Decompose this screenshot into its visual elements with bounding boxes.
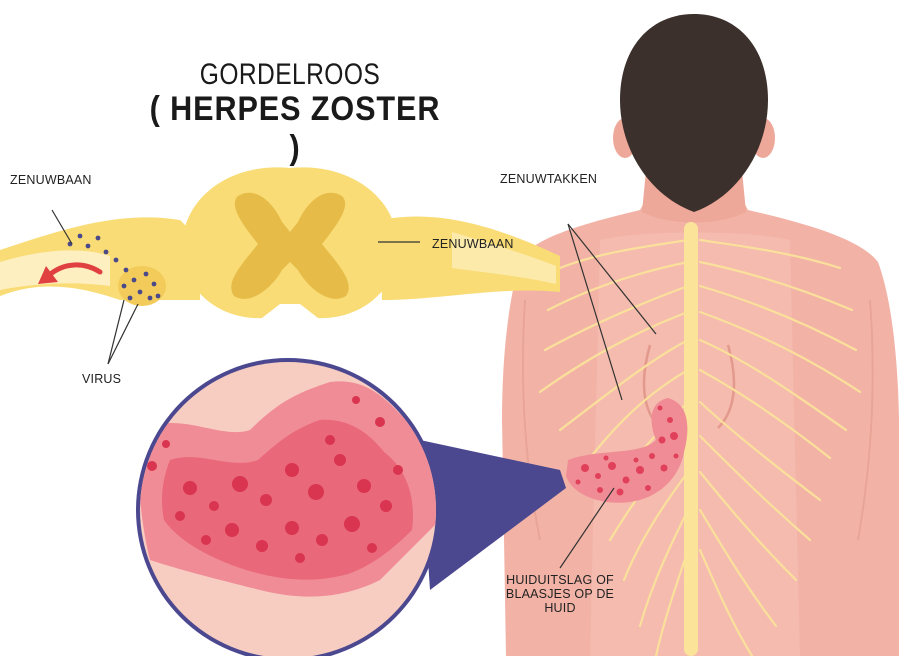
- label-nerve-path-left: ZENUWBAAN: [10, 173, 92, 187]
- title-main: GORDELROOS: [192, 58, 389, 92]
- label-nerve-path-center: ZENUWBAAN: [432, 237, 514, 251]
- label-rash: HUIDUITSLAG OF BLAASJES OP DE HUID: [495, 573, 625, 615]
- label-nerve-branches: ZENUWTAKKEN: [500, 172, 597, 186]
- hair: [620, 14, 768, 212]
- title-subtitle: ( HERPES ZOSTER ): [147, 90, 444, 168]
- human-back: [502, 14, 899, 656]
- label-virus: VIRUS: [82, 372, 121, 386]
